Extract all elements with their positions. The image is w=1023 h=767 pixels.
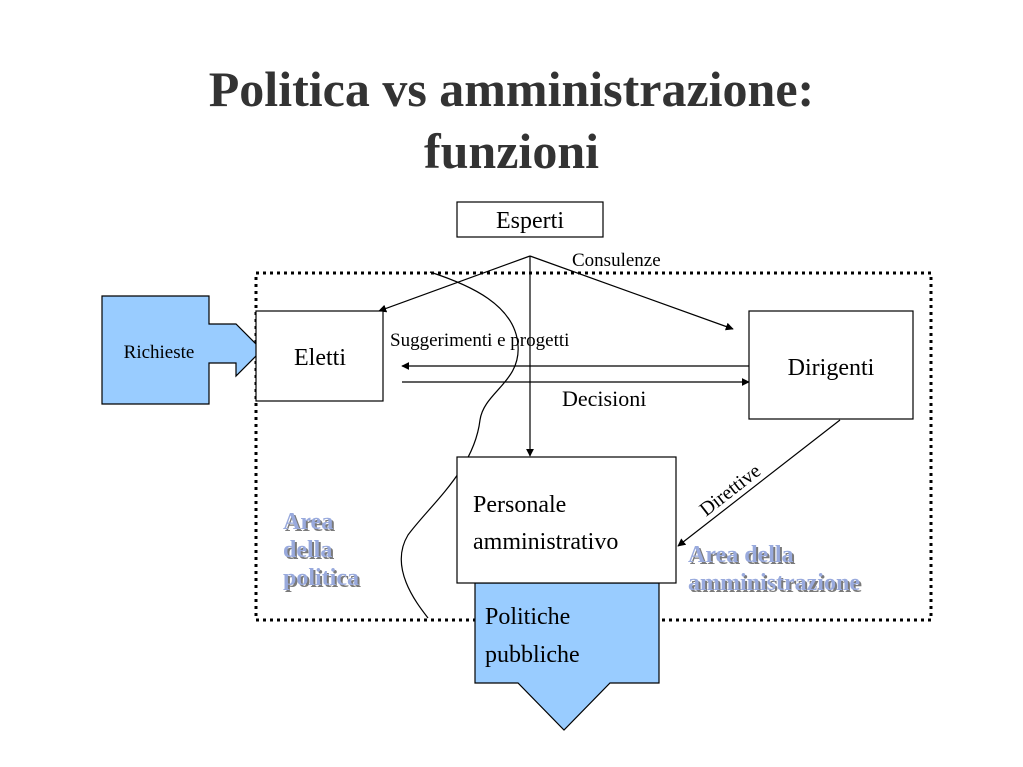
politiche-label-line-1: Politiche [485, 604, 570, 630]
area-amministrazione-line-2: amministrazione [688, 570, 860, 596]
area-politica-line-1: Area [283, 509, 334, 535]
direttive-arrow [677, 419, 841, 547]
consulenze-arrow-to-eletti [378, 255, 531, 313]
dirigenti-box [748, 310, 914, 420]
area-amministrazione-line-1: Area della [688, 542, 794, 568]
area-amministrazione-label: Area della amministrazione [688, 541, 860, 597]
title-line-1: Politica vs amministrazione: [208, 61, 815, 117]
politiche-output-arrow [474, 582, 660, 731]
esperti-label: Esperti [496, 208, 564, 234]
personale-box [456, 456, 677, 584]
personale-label-line-1: Personale [473, 492, 566, 518]
eletti-box [255, 310, 384, 402]
esperti-box [456, 201, 604, 238]
richieste-input-arrow [101, 295, 263, 405]
consulenze-arrow-to-dirigenti [529, 255, 734, 331]
area-politica-line-2: della [283, 537, 333, 563]
area-politica-label: Area della politica [283, 508, 359, 592]
area-separator-curve [400, 271, 519, 619]
area-politica-line-3: politica [283, 565, 359, 591]
decisioni-label: Decisioni [562, 386, 646, 411]
consulenze-label: Consulenze [572, 250, 661, 271]
eletti-label: Eletti [294, 345, 346, 371]
slide-title: Politica vs amministrazione: funzioni [0, 58, 1023, 182]
politiche-label-line-2: pubbliche [485, 642, 580, 668]
suggerimenti-label: Suggerimenti e progetti [390, 330, 569, 351]
richieste-label: Richieste [124, 342, 195, 363]
direttive-label: Direttive [696, 460, 766, 521]
personale-label-line-2: amministrativo [473, 529, 618, 555]
title-line-2: funzioni [423, 123, 600, 179]
dirigenti-label: Dirigenti [788, 355, 875, 381]
